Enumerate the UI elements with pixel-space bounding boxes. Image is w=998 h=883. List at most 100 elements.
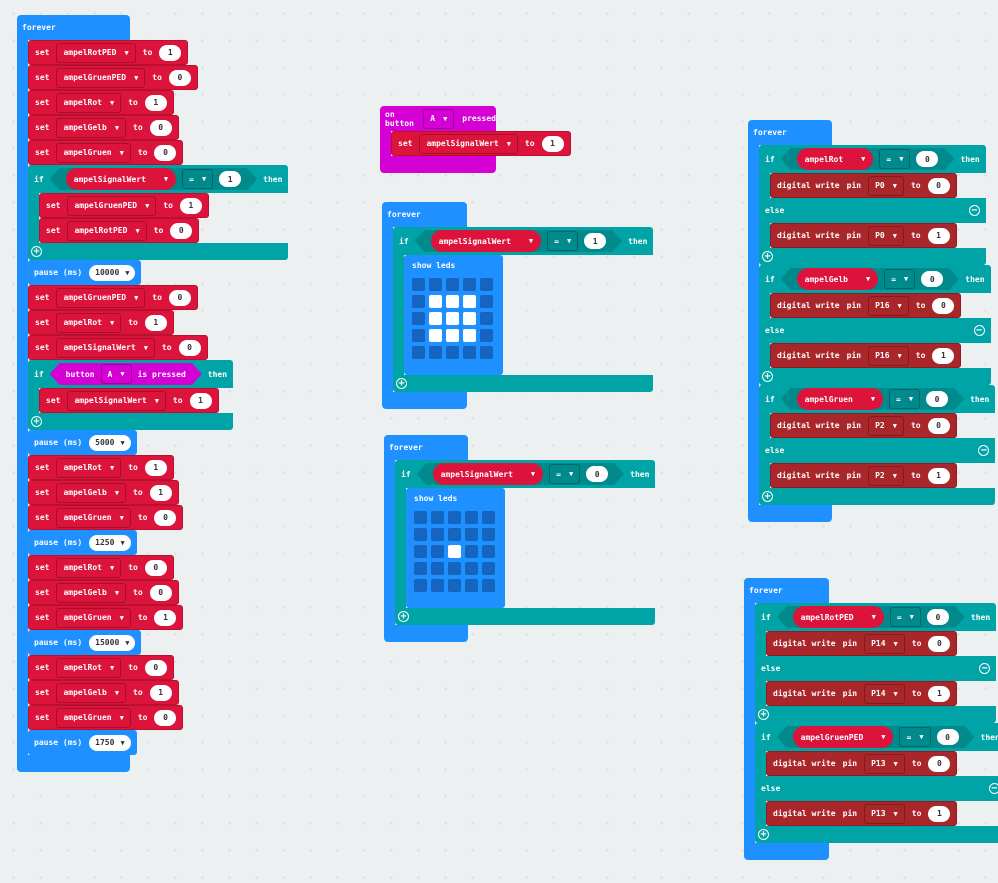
comparison-block[interactable]: ampelGelb▼=▼0 [781,268,960,290]
led-off[interactable] [412,278,425,291]
led-on[interactable] [446,329,459,342]
operator-dropdown[interactable]: =▼ [884,269,915,289]
variable-dropdown[interactable]: ampelRot▼ [56,457,122,478]
led-off[interactable] [480,295,493,308]
pin-dropdown[interactable]: P16▼ [868,345,909,366]
plus-icon[interactable]: + [762,251,773,262]
led-off[interactable] [480,346,493,359]
number-input[interactable]: 1 [159,44,182,61]
comparison-block[interactable]: ampelGruenPED▼=▼0 [777,726,975,748]
led-on[interactable] [463,295,476,308]
led-off[interactable] [463,278,476,291]
pause-duration-dropdown[interactable]: 1750▼ [89,734,131,751]
number-input[interactable]: 1 [928,685,951,702]
led-on[interactable] [429,295,442,308]
number-input[interactable]: 1 [149,684,172,701]
led-off[interactable] [412,329,425,342]
variable-dropdown[interactable]: ampelGelb▼ [56,582,127,603]
number-input[interactable]: 0 [927,177,950,194]
number-input[interactable]: 0 [937,729,959,745]
led-off[interactable] [414,545,427,558]
led-off[interactable] [465,545,478,558]
pause-duration-dropdown[interactable]: 15000▼ [89,634,136,651]
comparison-block[interactable]: ampelSignalWert▼=▼1 [415,230,623,252]
led-off[interactable] [412,312,425,325]
button-dropdown[interactable]: A▼ [423,108,455,129]
minus-icon[interactable]: − [978,445,990,456]
comparison-block[interactable]: ampelRot▼=▼0 [781,148,955,170]
number-input[interactable]: 0 [586,466,608,482]
led-off[interactable] [448,528,461,541]
number-input[interactable]: 0 [144,559,167,576]
variable-dropdown[interactable]: ampelGruen▼ [56,607,131,628]
minus-icon[interactable]: − [988,783,998,794]
number-input[interactable]: 0 [921,271,943,287]
led-off[interactable] [463,346,476,359]
plus-icon[interactable]: + [762,491,773,502]
operator-dropdown[interactable]: =▼ [890,607,921,627]
led-off[interactable] [482,528,495,541]
number-input[interactable]: 1 [154,609,177,626]
led-off[interactable] [429,278,442,291]
led-off[interactable] [465,528,478,541]
pin-dropdown[interactable]: P0▼ [868,225,904,246]
pause-block[interactable]: pause (ms)5000▼ [28,430,137,455]
variable-dropdown[interactable]: ampelGruenPED▼ [67,195,157,216]
plus-icon[interactable]: + [31,246,42,257]
led-off[interactable] [431,545,444,558]
number-input[interactable]: 0 [154,509,177,526]
variable-dropdown[interactable]: ampelRot▼ [56,557,122,578]
number-input[interactable]: 1 [189,392,212,409]
led-off[interactable] [446,346,459,359]
number-input[interactable]: 0 [168,289,191,306]
number-input[interactable]: 1 [932,347,955,364]
variable-dropdown[interactable]: ampelRot▼ [56,657,122,678]
number-input[interactable]: 0 [178,339,201,356]
variable-dropdown[interactable]: ampelGruen▼ [56,507,131,528]
variable-reporter[interactable]: ampelRot▼ [797,148,874,170]
led-off[interactable] [482,579,495,592]
number-input[interactable]: 1 [144,459,167,476]
led-off[interactable] [448,511,461,524]
minus-icon[interactable]: − [968,205,980,216]
number-input[interactable]: 0 [144,659,167,676]
led-off[interactable] [414,528,427,541]
number-input[interactable]: 0 [149,119,172,136]
led-off[interactable] [412,295,425,308]
variable-reporter[interactable]: ampelRotPED▼ [793,606,884,628]
number-input[interactable]: 0 [154,144,177,161]
variable-dropdown[interactable]: ampelSignalWert▼ [67,390,166,411]
variable-reporter[interactable]: ampelSignalWert▼ [433,463,543,485]
number-input[interactable]: 0 [927,417,950,434]
variable-dropdown[interactable]: ampelSignalWert▼ [419,133,518,154]
comparison-block[interactable]: ampelGruen▼=▼0 [781,388,964,410]
led-off[interactable] [431,579,444,592]
